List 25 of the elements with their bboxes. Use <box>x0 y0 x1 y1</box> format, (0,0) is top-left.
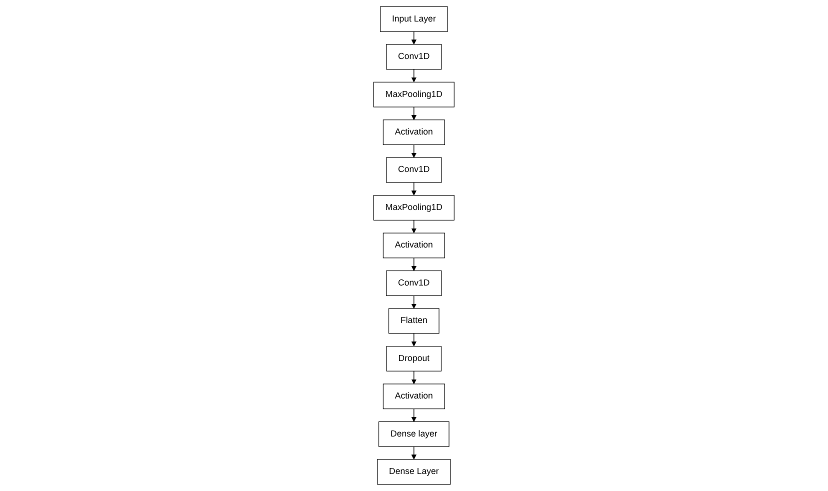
node-box: Input Layer <box>380 6 448 32</box>
node-box: Activation <box>382 120 445 146</box>
node-box: Activation <box>382 232 445 258</box>
node-box: Conv1D <box>386 44 442 70</box>
arrow <box>411 31 417 45</box>
arrow <box>411 446 417 460</box>
arrow <box>411 258 417 272</box>
node-box: MaxPooling1D <box>373 195 455 220</box>
node-box: Dropout <box>386 346 442 372</box>
arrow <box>411 295 417 309</box>
arrow <box>411 220 417 234</box>
node-box: MaxPooling1D <box>373 82 455 108</box>
arrow <box>411 333 417 346</box>
node-box: Dense layer <box>378 421 450 447</box>
node-box: Conv1D <box>386 270 442 296</box>
node-box: Conv1D <box>386 157 442 183</box>
arrow <box>411 182 417 196</box>
node-box: Flatten <box>388 308 440 334</box>
arrow <box>411 68 417 82</box>
arrow <box>411 144 417 158</box>
node-box: Dense Layer <box>377 459 451 485</box>
arrow <box>411 408 417 422</box>
node-box: Activation <box>382 384 445 410</box>
arrow <box>411 106 417 120</box>
arrow <box>411 370 417 384</box>
